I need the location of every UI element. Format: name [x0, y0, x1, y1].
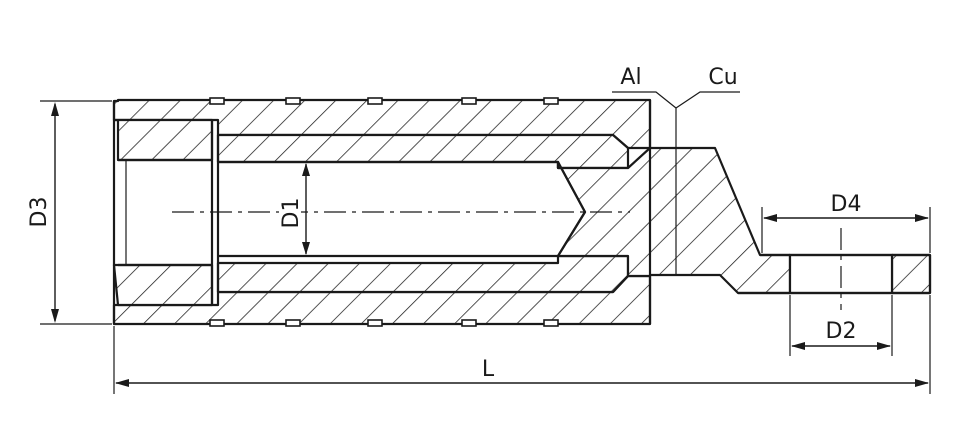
- entry-collar-lower: [112, 263, 214, 307]
- l-label: L: [482, 357, 495, 382]
- d1-arrow-bottom: [302, 242, 310, 255]
- d4-arrow-left: [763, 214, 777, 222]
- d1-label: D1: [279, 198, 304, 229]
- cu-label: Cu: [708, 65, 737, 90]
- barrel-lower-grooves: [209, 319, 559, 327]
- barrel-upper-grooves: [209, 97, 559, 105]
- d2-arrow-right: [877, 342, 891, 350]
- d3-label: D3: [27, 197, 52, 228]
- d2-arrow-left: [791, 342, 805, 350]
- d1-arrow-top: [302, 163, 310, 176]
- al-leader-line: [612, 91, 677, 109]
- l-arrow-left: [115, 379, 129, 387]
- d3-arrow-bottom: [51, 309, 59, 323]
- d4-arrow-right: [915, 214, 929, 222]
- inner-sleeve-lower: [216, 254, 630, 294]
- d3-arrow-top: [51, 102, 59, 116]
- d2-label: D2: [826, 319, 857, 344]
- cu-leader-line: [675, 91, 740, 109]
- bore-outline: [218, 160, 587, 258]
- copper-palm-end: [890, 253, 932, 295]
- l-arrow-right: [915, 379, 929, 387]
- al-label: Al: [620, 65, 641, 90]
- d1-label-backdrop: [279, 196, 301, 230]
- entry-collar-upper: [112, 118, 214, 162]
- d4-label: D4: [831, 192, 862, 217]
